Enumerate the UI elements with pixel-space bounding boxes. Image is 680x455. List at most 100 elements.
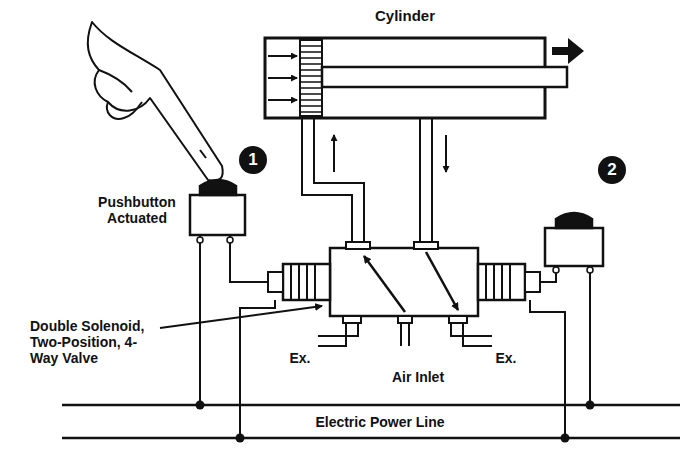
cylinder-drawing (265, 38, 584, 118)
cylinder-drawing-part-part (300, 63, 322, 65)
valve-drawing-part (525, 272, 540, 292)
hand-figure-part (99, 70, 132, 92)
cylinder-heading: Cylinder (265, 7, 545, 25)
cylinder-drawing-part-part (300, 87, 322, 89)
valve-drawing-part (283, 264, 330, 300)
valve-drawing-part (478, 264, 525, 300)
valve-drawing (268, 242, 540, 323)
exhaust-pipe-part (463, 323, 492, 346)
air-pipe-part (333, 135, 335, 172)
wire-part (240, 300, 275, 438)
valve-drawing-part (330, 248, 478, 316)
air-pipe-part (445, 135, 447, 172)
power-line (62, 405, 680, 438)
hand-figure-part (107, 102, 142, 119)
cylinder-drawing-part (322, 67, 567, 87)
junction-dot-part (561, 434, 570, 443)
valve-drawing-part (343, 316, 361, 323)
junction-dot-part (196, 401, 205, 410)
wire-part (589, 266, 591, 405)
pushbutton-1 (190, 180, 245, 235)
valve-drawing-part (414, 242, 438, 249)
cylinder-drawing-part-part (300, 75, 322, 77)
exhaust-pipe-part (318, 323, 358, 336)
exhaust-label: Ex. (495, 350, 516, 366)
exhaust-pipe-part (318, 323, 346, 346)
cylinder-drawing-part-part (300, 81, 322, 83)
exhaust-label: Ex. (289, 350, 310, 366)
wire-part (199, 235, 201, 405)
pushbutton-label: Pushbutton Actuated (89, 194, 185, 226)
valve-drawing-part-part (314, 264, 316, 300)
pushbutton-1-part (190, 195, 245, 235)
pushbutton-2-part (545, 228, 603, 266)
exhaust-pipe-part (408, 323, 410, 346)
air-pipe (302, 118, 446, 244)
callout-circle (598, 156, 626, 184)
cylinder-node: Cylinder (265, 38, 545, 118)
callout-number: 2 (607, 160, 616, 180)
wire-part (230, 235, 268, 282)
valve-drawing-part-part (290, 264, 292, 300)
motion-arrow (552, 38, 584, 64)
hand-figure (88, 22, 223, 181)
terminal-part (553, 267, 559, 273)
cylinder-drawing-part (300, 40, 322, 116)
callout-circle (239, 146, 267, 174)
inlet-label: Air Inlet (392, 369, 444, 385)
cylinder-drawing-part-part (300, 51, 322, 53)
cylinder-drawing-part-part (300, 99, 322, 101)
junction-dot (196, 401, 595, 443)
exhaust-pipe (318, 323, 492, 346)
exhaust-pipe-part (451, 323, 492, 336)
hand-figure-part (200, 150, 206, 158)
air-pipe-part (419, 118, 421, 244)
pushbutton-2 (545, 213, 603, 266)
cylinder-drawing-part-part (300, 45, 322, 47)
air-pipe-part (302, 118, 352, 244)
valve-drawing-part (291, 264, 510, 300)
leader-line (160, 306, 322, 328)
valve-drawing-part (346, 242, 370, 249)
callout-number: 1 (248, 150, 257, 170)
terminal (197, 237, 593, 273)
junction-dot-part (586, 401, 595, 410)
pushbutton-2-part (556, 213, 592, 228)
valve-drawing-part-part (364, 256, 405, 312)
valve-drawing-part (449, 316, 467, 323)
cylinder-drawing-part-part (268, 99, 297, 101)
valve-drawing-part-part (509, 264, 511, 300)
terminal-part (227, 237, 233, 243)
cylinder-drawing-part (268, 56, 297, 100)
valve-drawing-part-part (306, 264, 308, 300)
terminal-part (587, 267, 593, 273)
valve-drawing-part (364, 252, 458, 312)
wire-part (530, 300, 565, 438)
valve-drawing-part-part (485, 264, 487, 300)
power-line-part (62, 437, 680, 440)
air-pipe-part (431, 118, 433, 244)
pushbutton-1-part (200, 180, 236, 195)
cylinder-drawing-part-part (268, 55, 297, 57)
exhaust-pipe-part (400, 323, 402, 346)
valve-drawing-part-part (493, 264, 495, 300)
cylinder-drawing-part-part (300, 57, 322, 59)
hand-figure-part (88, 22, 223, 181)
cylinder-drawing-part-part (300, 111, 322, 113)
valve-drawing-part (268, 272, 283, 292)
valve-drawing-part-part (501, 264, 503, 300)
terminal-part (197, 237, 203, 243)
cylinder-drawing-part-part (300, 69, 322, 71)
junction-dot-part (236, 434, 245, 443)
valve-drawing-part-part (426, 252, 458, 310)
cylinder-drawing-part-part (268, 77, 297, 79)
cylinder-drawing-part-part (300, 105, 322, 107)
valve-label: Double Solenoid, Two-Position, 4-Way Val… (30, 318, 155, 366)
air-pipe-part (314, 118, 364, 244)
cylinder-drawing-part (300, 46, 322, 112)
power-line-label: Electric Power Line (315, 414, 444, 430)
wire (200, 235, 590, 438)
valve-drawing-part (398, 316, 412, 323)
